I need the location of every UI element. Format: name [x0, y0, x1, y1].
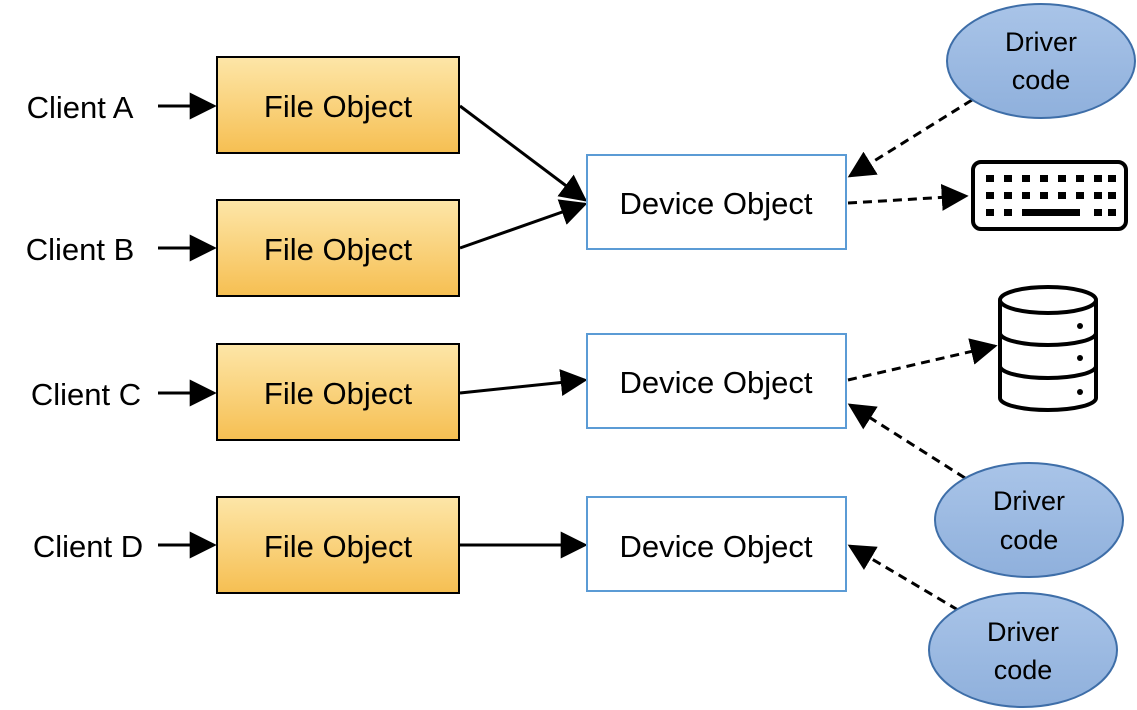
client-b-label: Client B: [26, 232, 135, 267]
file-object-c: File Object: [216, 343, 460, 441]
driver-code-1: Driver code: [946, 3, 1136, 119]
file-object-d-label: File Object: [264, 529, 413, 564]
file-object-b-label: File Object: [264, 232, 413, 267]
device-object-1-label: Device Object: [620, 186, 813, 221]
driver-code-2: Driver code: [934, 462, 1124, 578]
keyboard-keys-row-2: [986, 192, 1116, 199]
device-object-2: Device Object: [586, 333, 847, 429]
keyboard-keys-row-1: [986, 175, 1116, 182]
file-object-a-label: File Object: [264, 89, 413, 124]
driver-code-3-line2: code: [994, 655, 1053, 685]
driver-code-3-line1: Driver: [987, 617, 1059, 647]
file-object-a: File Object: [216, 56, 460, 154]
client-d-label: Client D: [33, 529, 143, 564]
device-object-1: Device Object: [586, 154, 847, 250]
driver-code-1-line1: Driver: [1005, 27, 1077, 57]
driver-code-3: Driver code: [928, 592, 1118, 708]
driver-code-1-line2: code: [1012, 65, 1071, 95]
device-object-3: Device Object: [586, 496, 847, 592]
arrow-file-a-to-device-1: [459, 104, 588, 202]
driver-code-2-line2: code: [1000, 525, 1059, 555]
dashed-arrow-driver-3-to-device-3: [847, 544, 959, 612]
keyboard-icon: [971, 160, 1128, 231]
device-object-3-label: Device Object: [620, 529, 813, 564]
keyboard-keys-row-3: [986, 209, 1116, 216]
file-object-b: File Object: [216, 199, 460, 297]
dashed-arrow-device-1-to-keyboard: [847, 183, 969, 211]
arrow-file-c-to-device-2: [459, 369, 588, 396]
client-a-label: Client A: [27, 90, 134, 125]
dashed-arrow-driver-1-to-device-1: [847, 98, 973, 178]
file-object-c-label: File Object: [264, 376, 413, 411]
arrow-file-b-to-device-1: [459, 199, 588, 250]
dashed-arrow-device-2-to-database: [847, 338, 998, 382]
client-c-label: Client C: [31, 377, 141, 412]
database-icon: [998, 285, 1098, 412]
file-object-d: File Object: [216, 496, 460, 594]
dashed-arrow-driver-2-to-device-2: [847, 403, 966, 480]
device-object-2-label: Device Object: [620, 365, 813, 400]
driver-code-2-line1: Driver: [993, 486, 1065, 516]
